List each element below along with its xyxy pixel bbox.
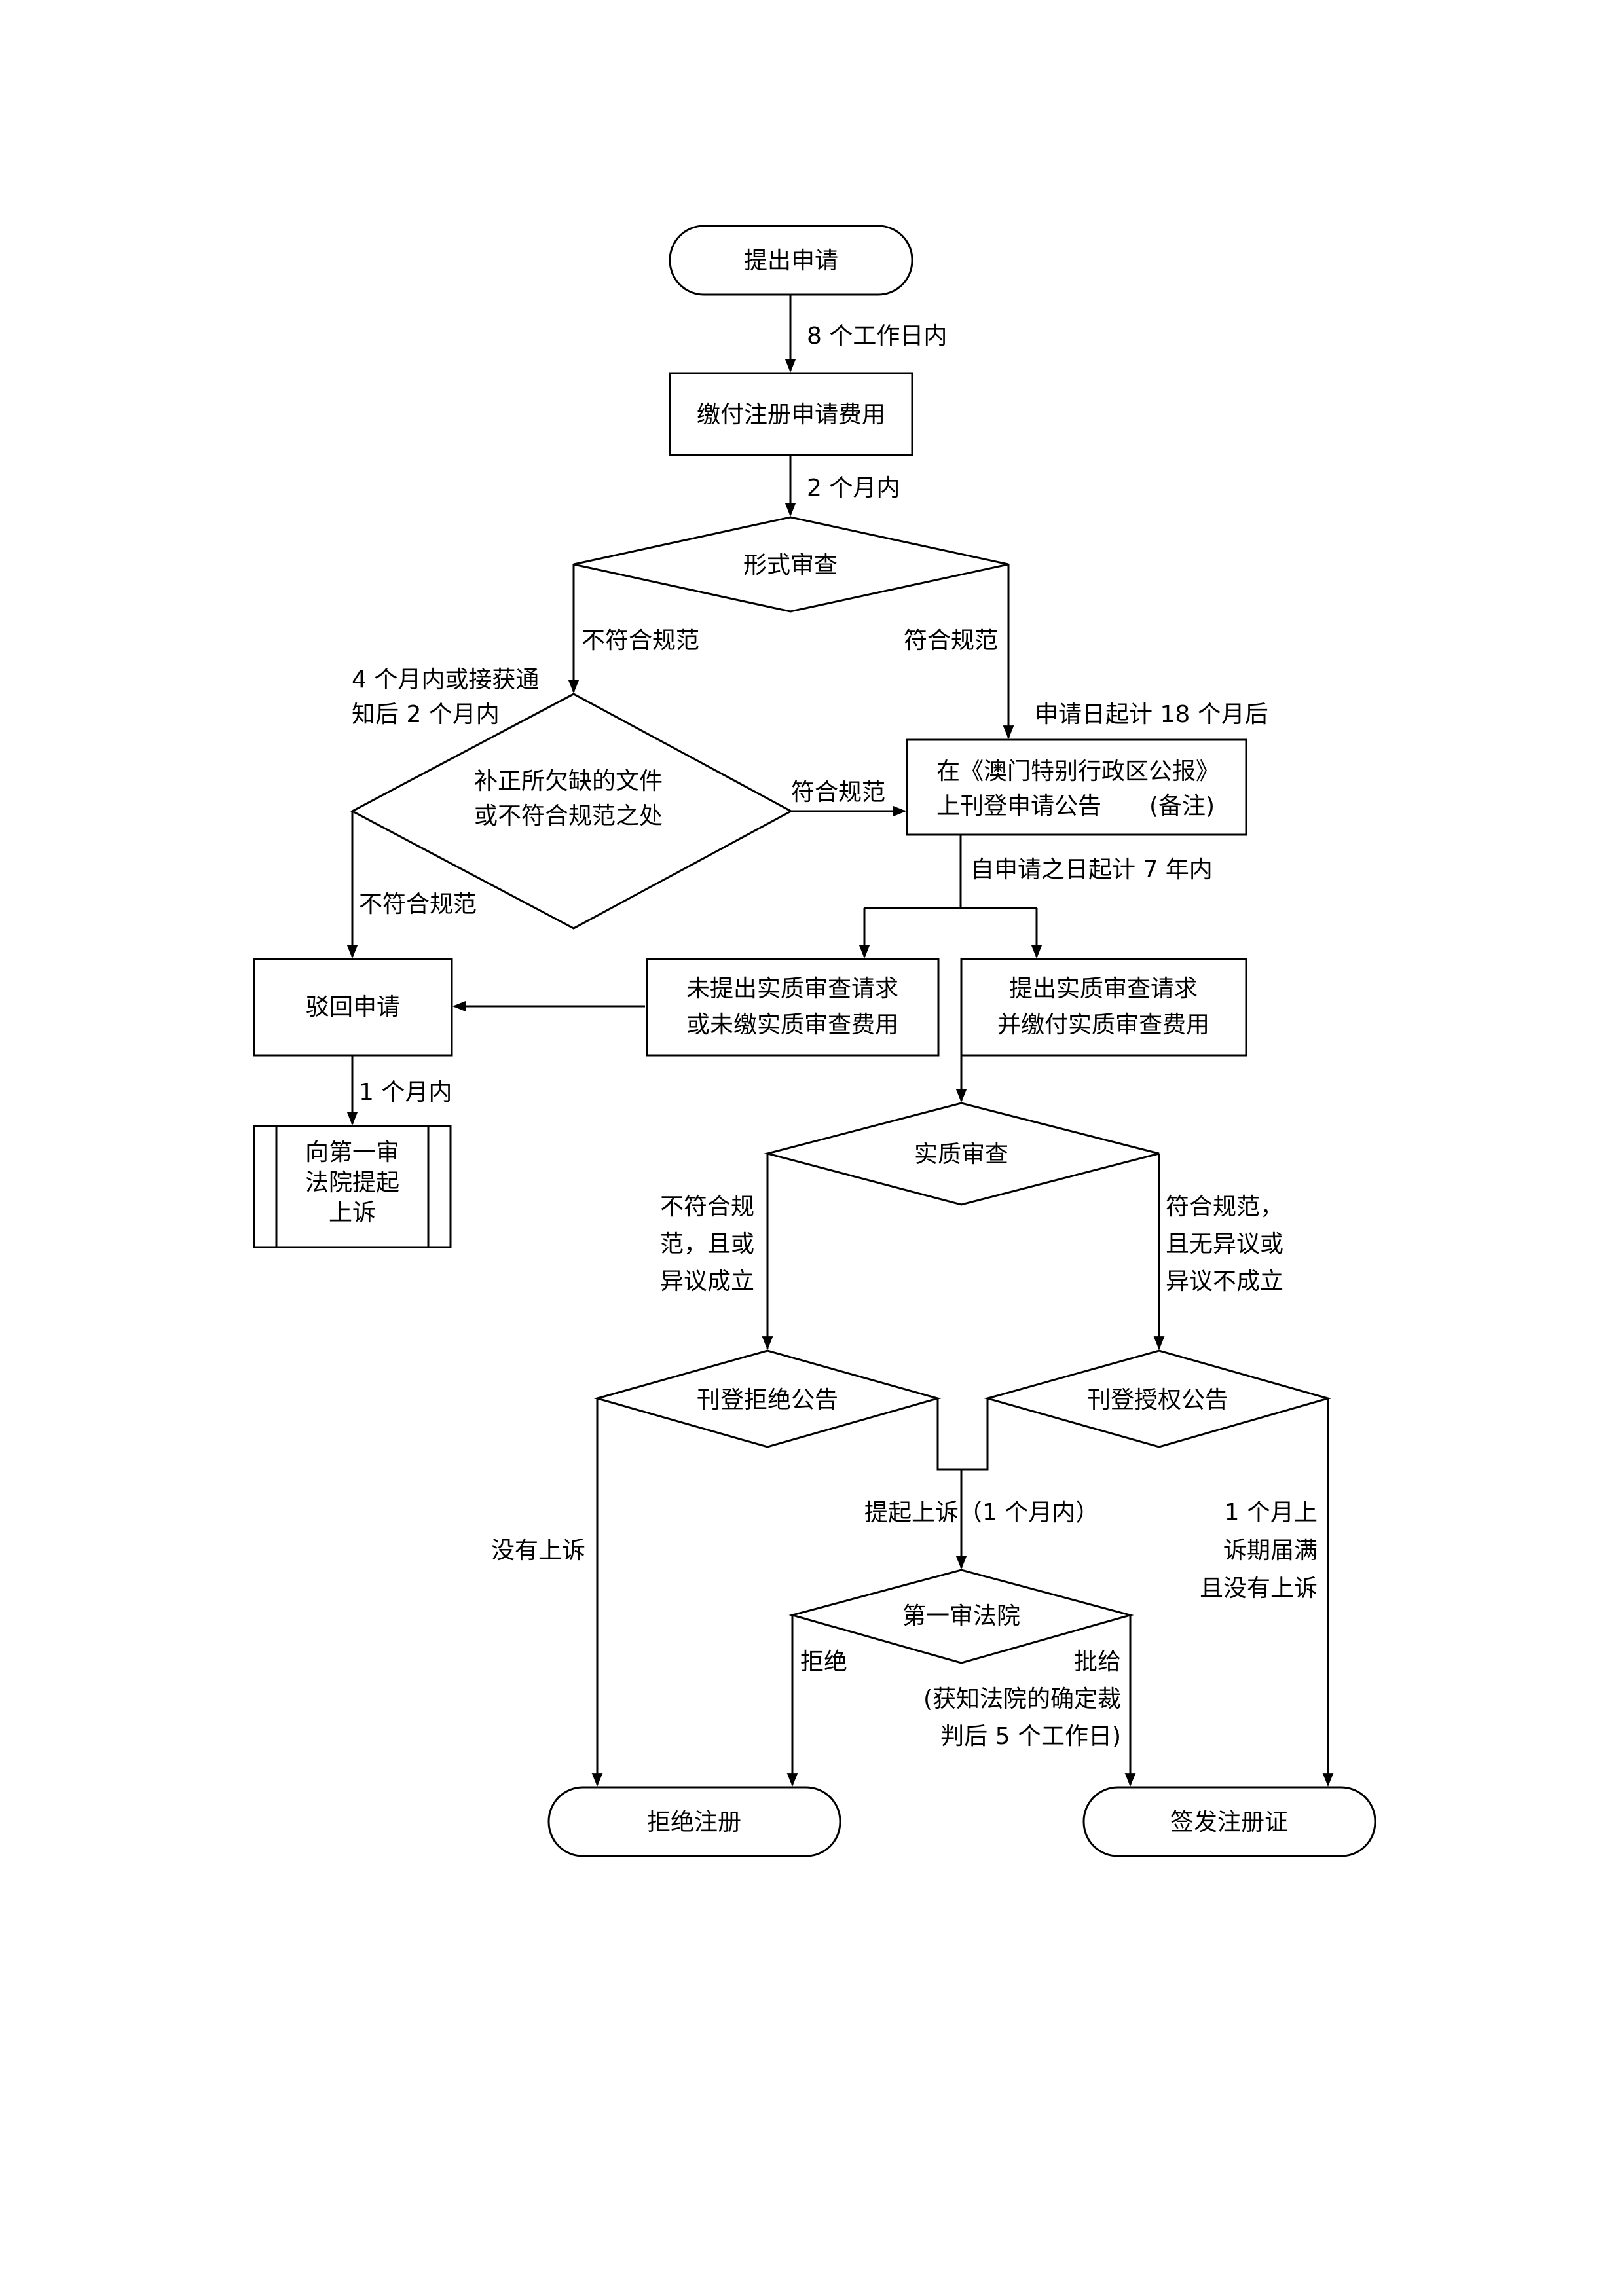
label-appeal-within-1-month: 提起上诉（1 个月内） [864,1499,1099,1526]
edge-labels: 8 个工作日内 2 个月内 不符合规范 符合规范 4 个月内或接获通 知后 2 … [352,323,1318,1750]
node-substantive-exam: 实质审查 [764,1102,1160,1206]
node-publish-refusal: 刊登拒绝公告 [593,1349,942,1448]
node-label-line2: 或不符合规范之处 [474,803,663,829]
node-label: 缴付注册申请费用 [697,401,885,428]
node-label-line1: 向第一审 [305,1139,399,1166]
label-compliant-formal: 符合规范 [904,627,998,654]
label-appeal-expired-line3: 且没有上诉 [1200,1575,1318,1602]
node-publish-grant: 刊登授权公告 [984,1349,1332,1448]
node-substantive-request: 提出实质审查请求 并缴付实质审查费用 [960,958,1247,1057]
label-after-18-months: 申请日起计 18 个月后 [1035,701,1268,728]
node-label-line1: 在《澳门特别行政区公报》 [936,758,1219,785]
node-label: 实质审查 [914,1141,1008,1168]
label-within-8-working-days: 8 个工作日内 [807,323,947,350]
label-within-4-months-line1: 4 个月内或接获通 [352,666,539,693]
label-non-compliant-formal: 不符合规范 [581,627,699,654]
node-submit-application: 提出申请 [669,225,913,296]
node-label-line3: 上诉 [329,1199,376,1226]
label-compliant-no-objection-line1: 符合规范， [1166,1194,1283,1220]
node-label: 提出申请 [744,247,838,274]
node-formal-exam: 形式审查 [573,516,1009,613]
node-label-line2: 或未缴实质审查费用 [686,1011,898,1038]
node-label: 签发注册证 [1170,1809,1288,1836]
node-label-line2: 上刊登申请公告 [936,793,1101,820]
node-label: 刊登授权公告 [1087,1387,1228,1413]
label-within-7-years: 自申请之日起计 7 年内 [970,856,1213,883]
node-label-line2: 法院提起 [305,1169,399,1196]
node-appeal-first-court: 向第一审 法院提起 上诉 [253,1125,452,1248]
label-appeal-expired-line2: 诉期届满 [1223,1537,1318,1564]
label-compliant-no-objection-line2: 且无异议或 [1166,1231,1283,1258]
node-label: 刊登拒绝公告 [697,1387,838,1413]
node-label: 驳回申请 [306,994,400,1021]
node-publish-gazette: 在《澳门特别行政区公报》 上刊登申请公告 (备注) [906,738,1247,836]
node-correct-docs: 补正所欠缺的文件 或不符合规范之处 [350,693,794,930]
label-within-4-months-line2: 知后 2 个月内 [352,701,500,728]
node-first-instance-court: 第一审法院 [788,1569,1134,1664]
node-label: 第一审法院 [902,1603,1020,1630]
node-label: 拒绝注册 [647,1809,741,1836]
node-refuse-registration: 拒绝注册 [547,1786,841,1857]
label-appeal-expired-line1: 1 个月上 [1225,1499,1318,1526]
node-label-line2: 并缴付实质审查费用 [997,1011,1209,1038]
label-noncompliant-objection-line3: 异议成立 [660,1268,754,1295]
label-no-appeal: 没有上诉 [491,1537,585,1564]
label-compliant-no-objection-line3: 异议不成立 [1166,1268,1283,1295]
connectors [346,295,1334,1787]
node-label-line1: 补正所欠缺的文件 [474,768,663,795]
label-court-granted-line3: 判后 5 个工作日) [940,1723,1121,1750]
node-label-line1: 未提出实质审查请求 [686,975,898,1002]
label-noncompliant-objection-line2: 范，且或 [660,1231,754,1258]
node-note: (备注) [1149,793,1215,820]
line-appeal-join [936,1398,989,1471]
label-court-granted-line2: (获知法院的确定裁 [923,1686,1121,1713]
node-reject-application: 驳回申请 [253,958,453,1057]
label-within-1-month: 1 个月内 [359,1079,452,1106]
node-label-line1: 提出实质审查请求 [1009,975,1198,1002]
label-compliant-correction: 符合规范 [791,779,885,806]
label-court-granted-line1: 批给 [1074,1649,1121,1675]
label-court-refused: 拒绝 [800,1649,847,1675]
label-within-2-months: 2 个月内 [807,475,900,501]
node-issue-certificate: 签发注册证 [1082,1786,1376,1857]
node-label: 形式审查 [743,552,838,579]
node-no-substantive-request: 未提出实质审查请求 或未缴实质审查费用 [646,958,940,1057]
label-noncompliant-objection-line1: 不符合规 [660,1194,754,1220]
node-pay-fee: 缴付注册申请费用 [669,372,913,456]
label-non-compliant-correction: 不符合规范 [359,891,477,918]
